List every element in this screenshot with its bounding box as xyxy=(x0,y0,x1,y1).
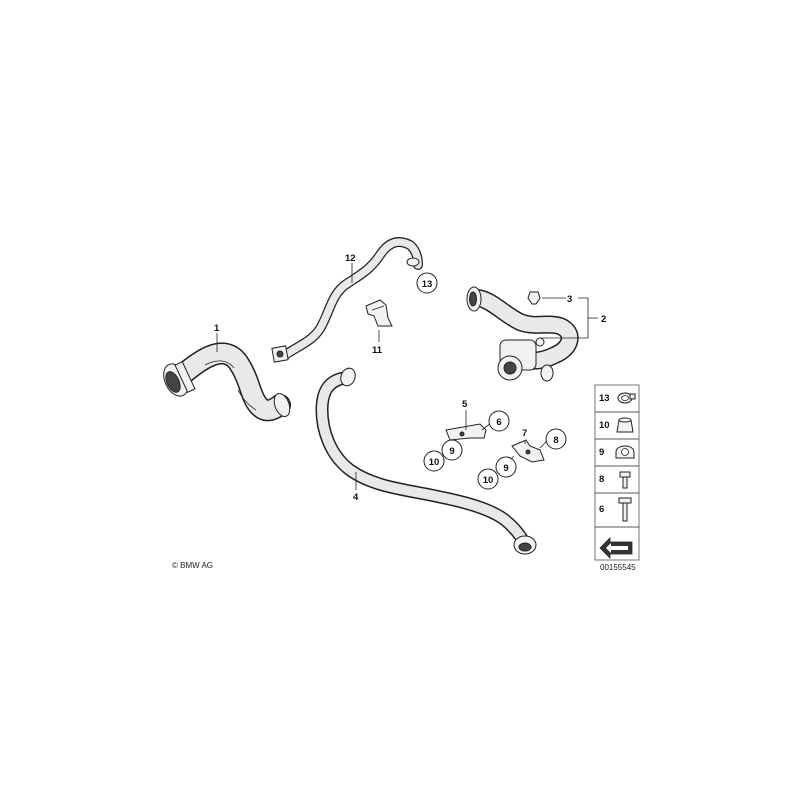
legend-item-6: 6 xyxy=(599,497,632,522)
label-11: 11 xyxy=(372,345,383,356)
hose-4 xyxy=(315,367,537,555)
hose-1 xyxy=(163,342,291,422)
legend-item-8: 8 xyxy=(599,471,631,489)
label-7: 7 xyxy=(522,428,527,439)
circled-label-13: 13 xyxy=(416,272,438,294)
hose-12 xyxy=(271,237,423,363)
label-12: 12 xyxy=(345,253,356,264)
label-5: 5 xyxy=(462,399,468,410)
hose-2 xyxy=(466,286,579,382)
svg-text:10: 10 xyxy=(599,420,610,431)
svg-text:6: 6 xyxy=(599,504,604,515)
circled-label-8: 8 xyxy=(545,428,567,450)
svg-text:6: 6 xyxy=(496,417,501,428)
legend: 13 10 9 8 6 xyxy=(594,384,640,561)
legend-arrow-icon xyxy=(599,537,633,559)
svg-text:8: 8 xyxy=(553,435,558,446)
legend-item-10: 10 xyxy=(599,417,634,433)
circled-label-9b: 9 xyxy=(495,456,517,478)
svg-text:9: 9 xyxy=(449,446,454,457)
svg-text:9: 9 xyxy=(599,447,604,458)
svg-text:13: 13 xyxy=(422,279,433,290)
screw-3 xyxy=(527,291,541,305)
svg-text:10: 10 xyxy=(483,475,494,486)
circled-labels: 13 6 9 10 8 9 10 xyxy=(416,272,567,490)
label-1: 1 xyxy=(214,323,220,334)
label-3: 3 xyxy=(567,294,572,305)
part-labels: 1 12 11 3 2 4 5 7 xyxy=(214,253,606,503)
circled-label-9a: 9 xyxy=(441,439,463,461)
diagram-id: 00155545 xyxy=(600,563,636,572)
legend-item-13: 13 xyxy=(599,392,636,404)
circled-label-6: 6 xyxy=(488,410,510,432)
circled-label-10a: 10 xyxy=(423,450,445,472)
svg-text:8: 8 xyxy=(599,474,604,485)
circled-label-10b: 10 xyxy=(477,468,499,490)
svg-text:13: 13 xyxy=(599,393,610,404)
bracket-7 xyxy=(511,439,545,463)
copyright-text: © BMW AG xyxy=(172,561,213,570)
svg-text:9: 9 xyxy=(503,463,508,474)
legend-item-9: 9 xyxy=(599,445,635,459)
label-2: 2 xyxy=(601,314,606,325)
bracket-11 xyxy=(365,299,393,327)
label-4: 4 xyxy=(353,492,359,503)
svg-text:10: 10 xyxy=(429,457,440,468)
